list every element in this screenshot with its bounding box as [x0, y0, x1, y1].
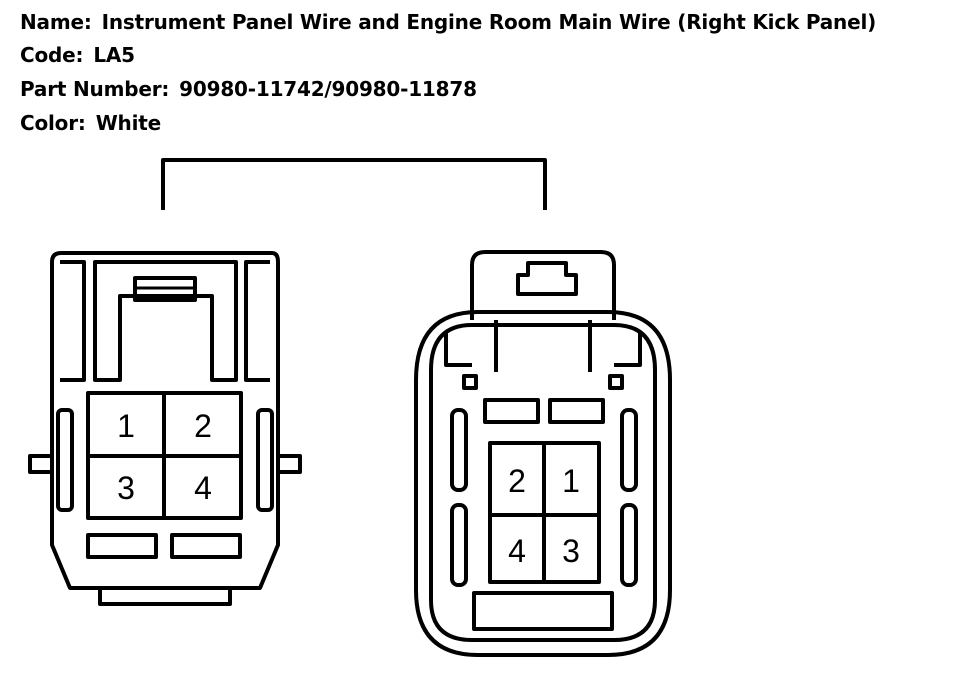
pin-label: 1	[562, 463, 580, 499]
pin-label: 3	[117, 470, 135, 506]
left-connector-body	[50, 251, 280, 590]
color-value: White	[95, 111, 161, 135]
code-value: LA5	[93, 43, 135, 67]
right-inner-shell	[429, 323, 657, 642]
left-latch-rail	[60, 260, 86, 382]
right-connector: 2 1 4 3	[414, 250, 672, 657]
right-connector-body	[414, 310, 672, 657]
pin-label: 3	[562, 533, 580, 569]
name-row: Name: Instrument Panel Wire and Engine Ro…	[20, 10, 876, 34]
color-row: Color: White	[20, 111, 161, 135]
name-value: Instrument Panel Wire and Engine Room Ma…	[101, 10, 877, 34]
pin-label: 4	[194, 470, 212, 506]
color-label: Color:	[20, 111, 86, 135]
mating-bracket	[161, 158, 547, 210]
right-lock-housing	[470, 250, 616, 320]
pin-label: 1	[117, 408, 135, 444]
lock-tab	[516, 261, 578, 296]
pin-label: 4	[508, 533, 526, 569]
left-bottom-tab	[98, 588, 232, 606]
left-connector: 1 2 3 4	[28, 251, 302, 606]
code-label: Code:	[20, 43, 84, 67]
right-latch-rail	[244, 260, 270, 382]
part-number-label: Part Number:	[20, 77, 170, 101]
right-ear	[276, 454, 302, 474]
part-number-row: Part Number: 90980-11742/90980-11878	[20, 77, 477, 101]
lock-frame	[93, 260, 238, 382]
left-ear	[28, 454, 54, 474]
pin-label: 2	[194, 408, 212, 444]
code-row: Code: LA5	[20, 43, 135, 67]
part-number-value: 90980-11742/90980-11878	[179, 77, 477, 101]
name-label: Name:	[20, 10, 92, 34]
pin-label: 2	[508, 463, 526, 499]
